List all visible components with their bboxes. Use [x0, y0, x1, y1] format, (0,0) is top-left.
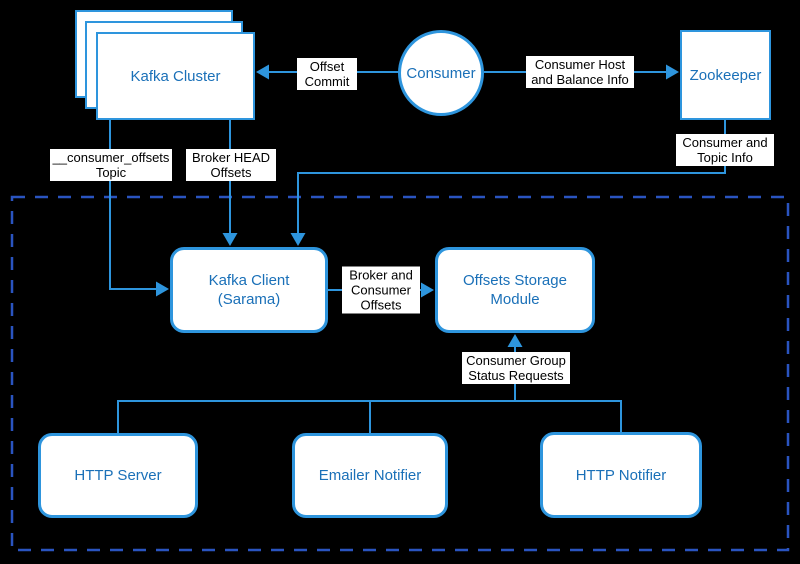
edge-label-offset-commit: Offset Commit — [297, 58, 357, 90]
connector-zookeeper-to-kafka-client — [290, 119, 726, 246]
http-notifier-node: HTTP Notifier — [540, 432, 702, 518]
kafka-cluster-node: Kafka Cluster — [96, 32, 255, 120]
edge-label-broker-head-offsets: Broker HEAD Offsets — [186, 149, 276, 181]
edge-label-consumer-group-status: Consumer Group Status Requests — [462, 352, 570, 384]
offsets-storage-node: Offsets Storage Module — [435, 247, 595, 333]
http-server-label: HTTP Server — [74, 467, 162, 484]
edge-label-consumer-offsets-topic: __consumer_offsets Topic — [50, 149, 172, 181]
connector-broker-head-to-kafka-client — [222, 120, 238, 246]
emailer-notifier-label: Emailer Notifier — [318, 467, 422, 484]
connector-consumer-offsets-topic-to-kafka-client — [109, 120, 169, 297]
edge-label-consumer-topic-info: Consumer and Topic Info — [676, 134, 774, 166]
kafka-cluster-label: Kafka Cluster — [130, 67, 221, 85]
http-server-node: HTTP Server — [38, 433, 198, 518]
edge-label-broker-consumer-offsets: Broker and Consumer Offsets — [342, 266, 420, 314]
kafka-client-label: Kafka Client (Sarama) — [208, 272, 290, 308]
boundary-dashed-box — [10, 195, 790, 552]
consumer-label: Consumer — [406, 64, 476, 82]
offsets-storage-label: Offsets Storage Module — [463, 272, 567, 308]
emailer-notifier-node: Emailer Notifier — [292, 433, 448, 518]
zookeeper-label: Zookeeper — [689, 66, 762, 84]
zookeeper-node: Zookeeper — [680, 30, 771, 120]
connector-notifier-bus — [117, 400, 622, 433]
edge-label-consumer-host-balance: Consumer Host and Balance Info — [526, 56, 634, 88]
http-notifier-label: HTTP Notifier — [575, 466, 667, 484]
kafka-client-node: Kafka Client (Sarama) — [170, 247, 328, 333]
consumer-node: Consumer — [398, 30, 484, 116]
